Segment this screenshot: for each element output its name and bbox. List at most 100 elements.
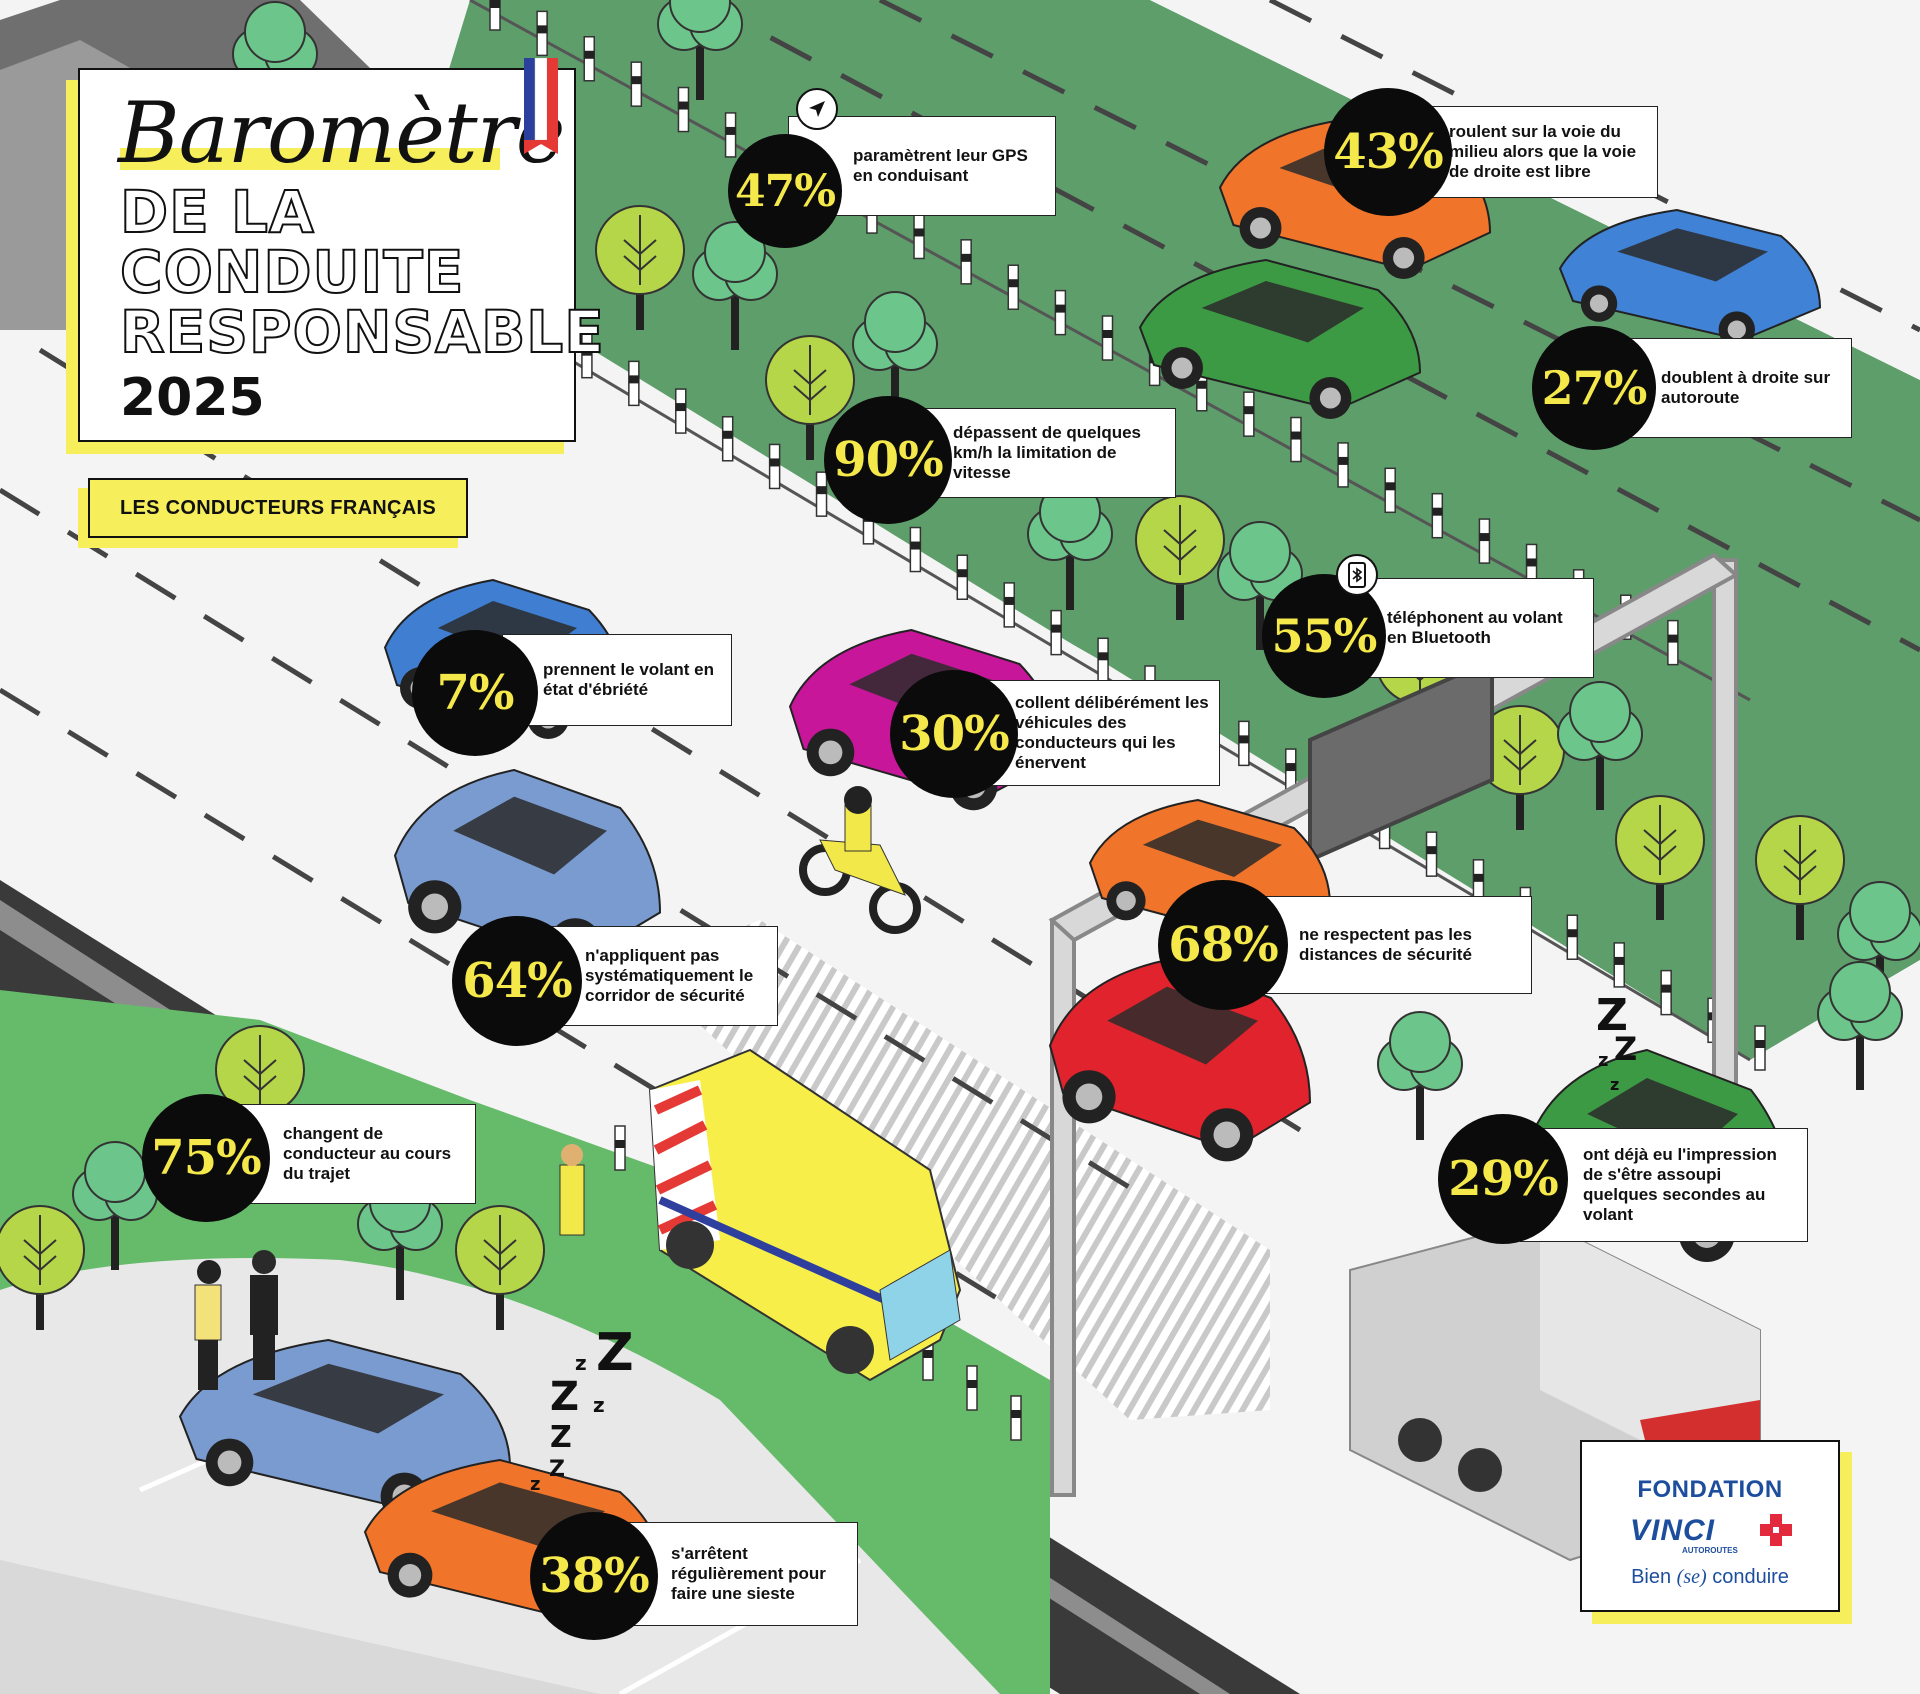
logo-tagline: Bien (se) conduire <box>1582 1566 1838 1589</box>
guardrail-post <box>1003 582 1015 628</box>
stat-value: 38% <box>530 1512 658 1640</box>
tree <box>1217 521 1303 650</box>
tree <box>595 205 685 330</box>
logo-brand-sub: AUTOROUTES <box>1682 1546 1738 1555</box>
tree <box>692 221 778 350</box>
guardrail-post <box>675 388 687 434</box>
stat-text: doublent à droite sur autoroute <box>1612 338 1852 438</box>
stat-value: 27% <box>1532 326 1656 450</box>
sleep-z-mark: Z <box>1614 1030 1637 1068</box>
stat-value: 29% <box>1438 1114 1568 1244</box>
sleep-z-mark: Z <box>549 1457 565 1482</box>
stat-value: 30% <box>890 670 1018 798</box>
phone-bluetooth-icon <box>1336 554 1378 596</box>
car <box>1048 958 1312 1162</box>
guardrail-post <box>909 526 922 573</box>
guardrail-post <box>1238 720 1250 767</box>
page-title-script: Baromètre <box>118 84 566 182</box>
guardrail-post <box>630 61 643 107</box>
guardrail-post <box>1566 914 1579 960</box>
guardrail-post <box>1431 492 1444 539</box>
title-line: DE LA <box>119 178 315 246</box>
tree <box>455 1205 545 1330</box>
logo-brand: VINCI <box>1630 1514 1716 1547</box>
guardrail-post <box>1613 942 1625 988</box>
tree <box>1817 961 1903 1090</box>
sleep-z-mark: z <box>1598 1050 1608 1071</box>
subtitle-tag: LES CONDUCTEURS FRANÇAIS <box>88 478 468 538</box>
logo-tag-post: conduire <box>1706 1566 1789 1588</box>
guardrail-post <box>1290 416 1302 463</box>
guardrail-post <box>1754 1025 1766 1071</box>
stat-text: ont déjà eu l'impression de s'être assou… <box>1520 1128 1808 1242</box>
car <box>393 768 662 972</box>
guardrail-post <box>1660 969 1672 1016</box>
stat-value: 47% <box>728 134 842 248</box>
sleep-z-mark: Z <box>596 1323 634 1383</box>
sleep-z-mark: z <box>593 1393 605 1417</box>
guardrail-post <box>614 1125 626 1171</box>
guardrail-post <box>966 1365 978 1411</box>
car <box>1558 208 1822 348</box>
guardrail-post <box>628 360 640 407</box>
tree <box>0 1205 85 1330</box>
tree <box>1615 795 1705 920</box>
motorcycle <box>799 786 921 934</box>
stat-value: 64% <box>452 916 582 1046</box>
tree <box>1557 681 1643 810</box>
guardrail-post <box>724 112 737 158</box>
guardrail-post <box>815 471 828 517</box>
guardrail-post <box>768 443 781 490</box>
guardrail-post <box>1050 609 1062 656</box>
guardrail-post <box>489 0 501 31</box>
guardrail-post <box>960 239 972 285</box>
car <box>1138 258 1422 419</box>
logo-tag-pre: Bien <box>1631 1566 1677 1588</box>
tree <box>1135 495 1225 620</box>
tree <box>1755 815 1845 940</box>
guardrail-post <box>1097 637 1109 684</box>
guardrail-post <box>1478 518 1491 564</box>
vinci-cross-icon <box>1760 1514 1792 1546</box>
guardrail-post <box>1054 289 1067 336</box>
stat-value: 7% <box>412 630 538 756</box>
logo-tag-italic: (se) <box>1676 1566 1707 1588</box>
french-flag-icon <box>524 58 558 154</box>
tree <box>852 291 938 420</box>
maintenance-van <box>648 1048 962 1382</box>
guardrail-post <box>1007 264 1020 310</box>
stat-text: prennent le volant en état d'ébriété <box>502 634 732 726</box>
title-year: 2025 <box>120 368 265 428</box>
title-card: Baromètre DE LA CONDUITE RESPONSABLE 202… <box>78 58 605 442</box>
stat-value: 68% <box>1158 880 1288 1010</box>
car <box>178 1338 512 1521</box>
title-line: RESPONSABLE <box>119 298 605 366</box>
stat-text: roulent sur la voie du milieu alors que … <box>1404 106 1658 198</box>
parking-bay <box>0 1560 600 1694</box>
tree <box>1027 481 1113 610</box>
sleep-z-mark: z <box>530 1474 540 1495</box>
sleep-z-mark: z <box>1610 1075 1619 1094</box>
stat-value: 75% <box>142 1094 270 1222</box>
guardrail-post <box>581 332 593 379</box>
stat-value: 90% <box>824 396 952 524</box>
stat-value: 43% <box>1324 88 1452 216</box>
sleep-z-mark: Z <box>1596 990 1628 1041</box>
guardrail-post <box>1101 315 1114 361</box>
title-highlight <box>120 148 500 170</box>
pedestrians <box>194 1144 585 1390</box>
guardrail-post <box>956 554 969 600</box>
tree <box>765 335 855 460</box>
hatched-zone <box>640 920 1270 1420</box>
guardrail-post <box>1243 391 1255 437</box>
tree <box>1837 881 1920 1010</box>
trees <box>0 0 1920 1330</box>
sleep-z-mark: Z <box>550 1420 572 1455</box>
tree <box>1377 1011 1463 1140</box>
guardrail-post <box>1425 831 1438 877</box>
logo-line1: FONDATION <box>1637 1476 1783 1503</box>
guardrail-post <box>677 86 690 133</box>
stat-text: s'arrêtent régulièrement pour faire une … <box>610 1522 858 1626</box>
stat-value: 55% <box>1262 574 1386 698</box>
guardrail-post <box>1010 1395 1022 1441</box>
